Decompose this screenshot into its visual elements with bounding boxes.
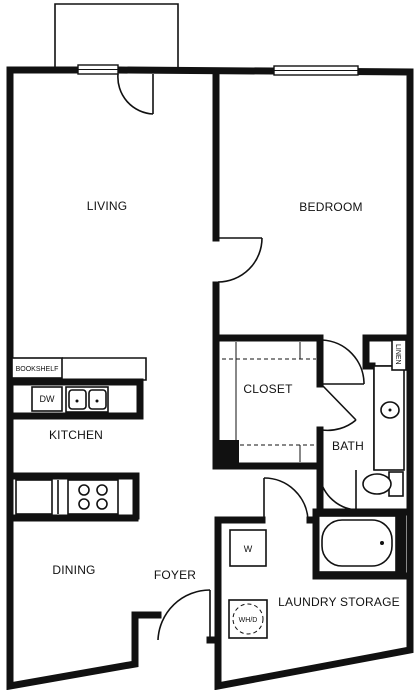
water-heater: WH/D bbox=[228, 599, 268, 639]
bathtub bbox=[312, 508, 408, 580]
water-heater-label: WH/D bbox=[239, 617, 258, 624]
foyer-label: FOYER bbox=[154, 568, 196, 582]
dining-label: DINING bbox=[52, 563, 95, 577]
linen-label: LINEN bbox=[394, 344, 401, 365]
bath-door-south bbox=[319, 470, 357, 511]
bedroom-window bbox=[273, 65, 359, 76]
living-window bbox=[77, 64, 119, 75]
bookshelf: BOOKSHELF bbox=[11, 357, 63, 379]
closet-door bbox=[321, 339, 365, 385]
bookshelf-label: BOOKSHELF bbox=[16, 366, 59, 373]
bedroom-label: BEDROOM bbox=[299, 200, 362, 214]
vanity bbox=[373, 365, 405, 471]
laundry-storage-label: LAUNDRY STORAGE bbox=[278, 595, 400, 609]
laundry-walls bbox=[214, 516, 320, 644]
entry-door bbox=[157, 589, 222, 644]
kitchen-label: KITCHEN bbox=[49, 428, 103, 442]
washer-label: W bbox=[244, 544, 253, 554]
living-label: LIVING bbox=[87, 199, 128, 213]
stove bbox=[67, 479, 119, 515]
washer: W bbox=[229, 529, 267, 567]
balcony-door bbox=[117, 73, 154, 115]
balcony bbox=[54, 3, 179, 70]
kitchen-counter-top bbox=[8, 357, 147, 420]
laundry-door bbox=[263, 477, 309, 521]
closet-column bbox=[217, 440, 239, 466]
dishwasher-label: DW bbox=[40, 394, 55, 404]
closet-shelving bbox=[222, 342, 316, 462]
toilet bbox=[362, 471, 404, 497]
bath-label: BATH bbox=[332, 439, 364, 453]
kitchen-sink bbox=[65, 386, 109, 413]
dishwasher: DW bbox=[31, 386, 63, 412]
refrigerator bbox=[15, 479, 53, 515]
bath-door bbox=[321, 384, 357, 432]
kitchen-counter-bottom bbox=[8, 472, 140, 520]
bedroom-door bbox=[217, 237, 263, 283]
linen-cabinet: LINEN bbox=[391, 339, 407, 371]
closet-label: CLOSET bbox=[243, 382, 293, 396]
